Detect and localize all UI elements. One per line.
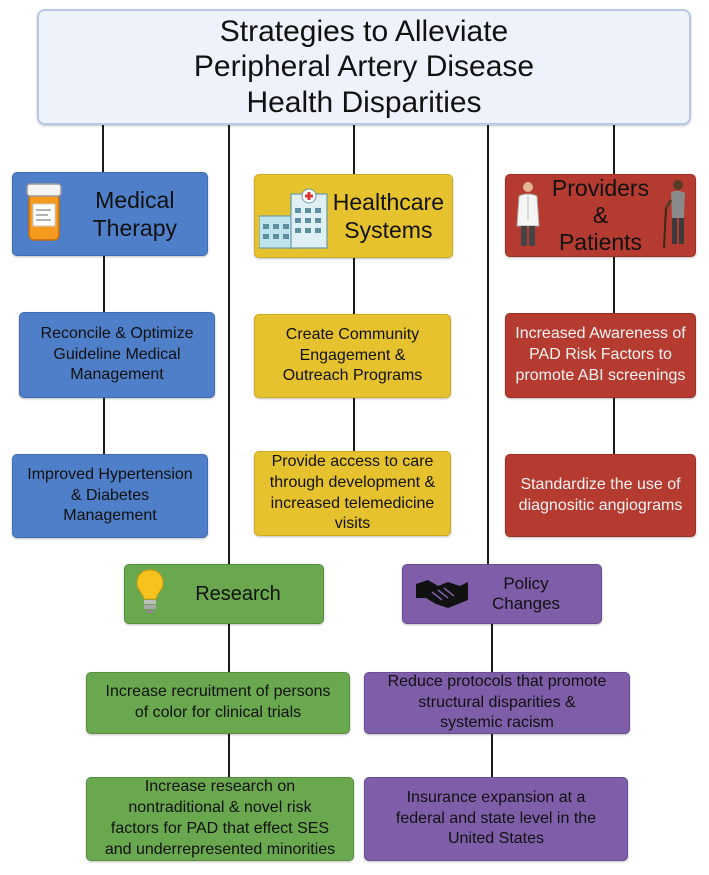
connector-medical-2 xyxy=(103,397,105,455)
connector-title-healthcare xyxy=(353,125,355,175)
connector-title-medical xyxy=(102,125,104,173)
category-providers-patients: Providers & Patients xyxy=(505,174,696,257)
research-item-1: Increase recruitment of persons of color… xyxy=(86,672,350,734)
connector-policy-2 xyxy=(491,733,493,778)
pill-bottle-icon xyxy=(26,183,62,241)
policy-item-1: Reduce protocols that promote structural… xyxy=(364,672,630,734)
connector-policy-1 xyxy=(491,623,493,673)
connector-medical-1 xyxy=(103,255,105,313)
healthcare-item-1: Create Community Engagement & Outreach P… xyxy=(254,314,451,398)
category-label: Research xyxy=(195,582,281,605)
research-item-2: Increase research on nontraditional & no… xyxy=(86,777,354,861)
providers-item-2: Standardize the use of diagnositic angio… xyxy=(505,454,696,537)
medical-item-1: Reconcile & Optimize Guideline Medical M… xyxy=(19,312,215,398)
connector-research-1 xyxy=(228,623,230,673)
connector-title-research xyxy=(228,125,230,565)
healthcare-item-2: Provide access to care through developme… xyxy=(254,451,451,536)
hospital-building-icon xyxy=(259,188,328,249)
handshake-icon xyxy=(416,580,468,608)
connector-healthcare-2 xyxy=(353,397,355,452)
diagram-title: Strategies to Alleviate Peripheral Arter… xyxy=(37,9,691,125)
connector-title-providers xyxy=(613,125,615,175)
connector-title-policy xyxy=(487,125,489,565)
medical-item-2: Improved Hypertension & Diabetes Managem… xyxy=(12,454,208,538)
connector-providers-1 xyxy=(613,256,615,314)
lightbulb-icon xyxy=(136,569,164,613)
connector-healthcare-1 xyxy=(353,257,355,315)
providers-item-1: Increased Awareness of PAD Risk Factors … xyxy=(505,313,696,398)
category-label: Medical Therapy xyxy=(92,186,177,241)
connector-providers-2 xyxy=(613,397,615,454)
category-label: Providers & Patients xyxy=(551,175,650,255)
category-label: Healthcare Systems xyxy=(332,188,444,243)
doctor-icon xyxy=(516,182,540,246)
patient-with-cane-icon xyxy=(663,180,685,249)
category-label: Policy Changes xyxy=(491,573,561,613)
policy-item-2: Insurance expansion at a federal and sta… xyxy=(364,777,628,861)
connector-research-2 xyxy=(228,733,230,778)
